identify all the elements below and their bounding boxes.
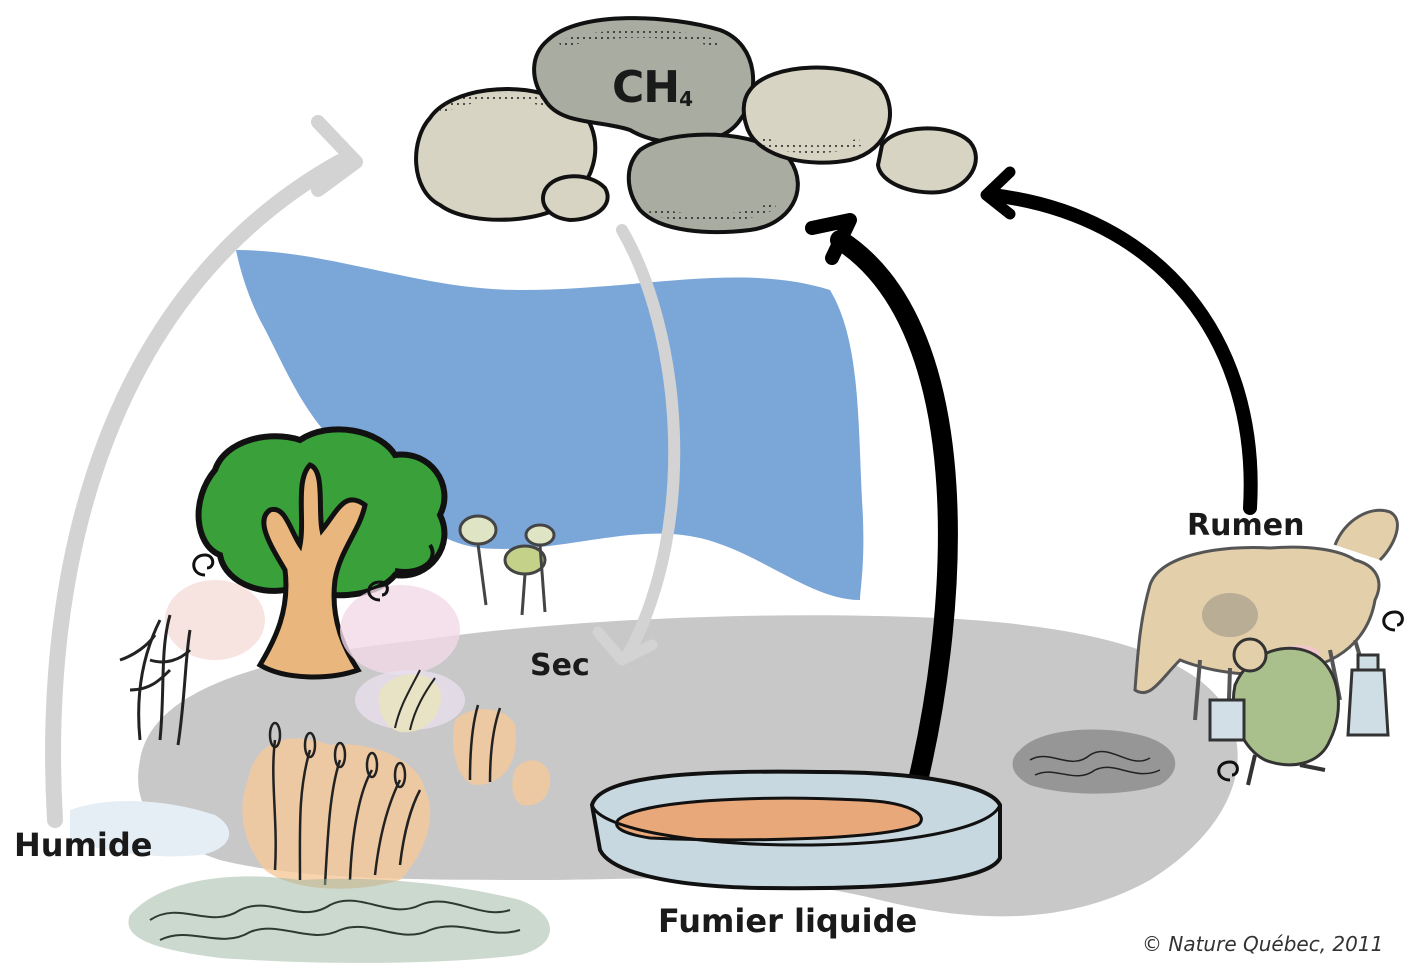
fumier-label: Fumier liquide [658, 902, 917, 940]
manure-pan-icon [592, 772, 1000, 889]
dry-compost-icon [1013, 730, 1176, 794]
methane-label: CH4 [612, 62, 692, 113]
compost-pile-icon [128, 876, 550, 963]
milk-can-icon [1348, 655, 1388, 735]
methane-cloud-icon [416, 18, 976, 232]
rumen-arrow [986, 172, 1251, 508]
rumen-label: Rumen [1187, 508, 1304, 543]
sec-label: Sec [530, 648, 590, 683]
pastel-blob [165, 580, 265, 660]
humide-label: Humide [14, 826, 152, 864]
methane-subscript: 4 [679, 87, 692, 111]
credit-label: © Nature Québec, 2011 [1142, 932, 1383, 956]
pastel-blob [340, 585, 460, 675]
